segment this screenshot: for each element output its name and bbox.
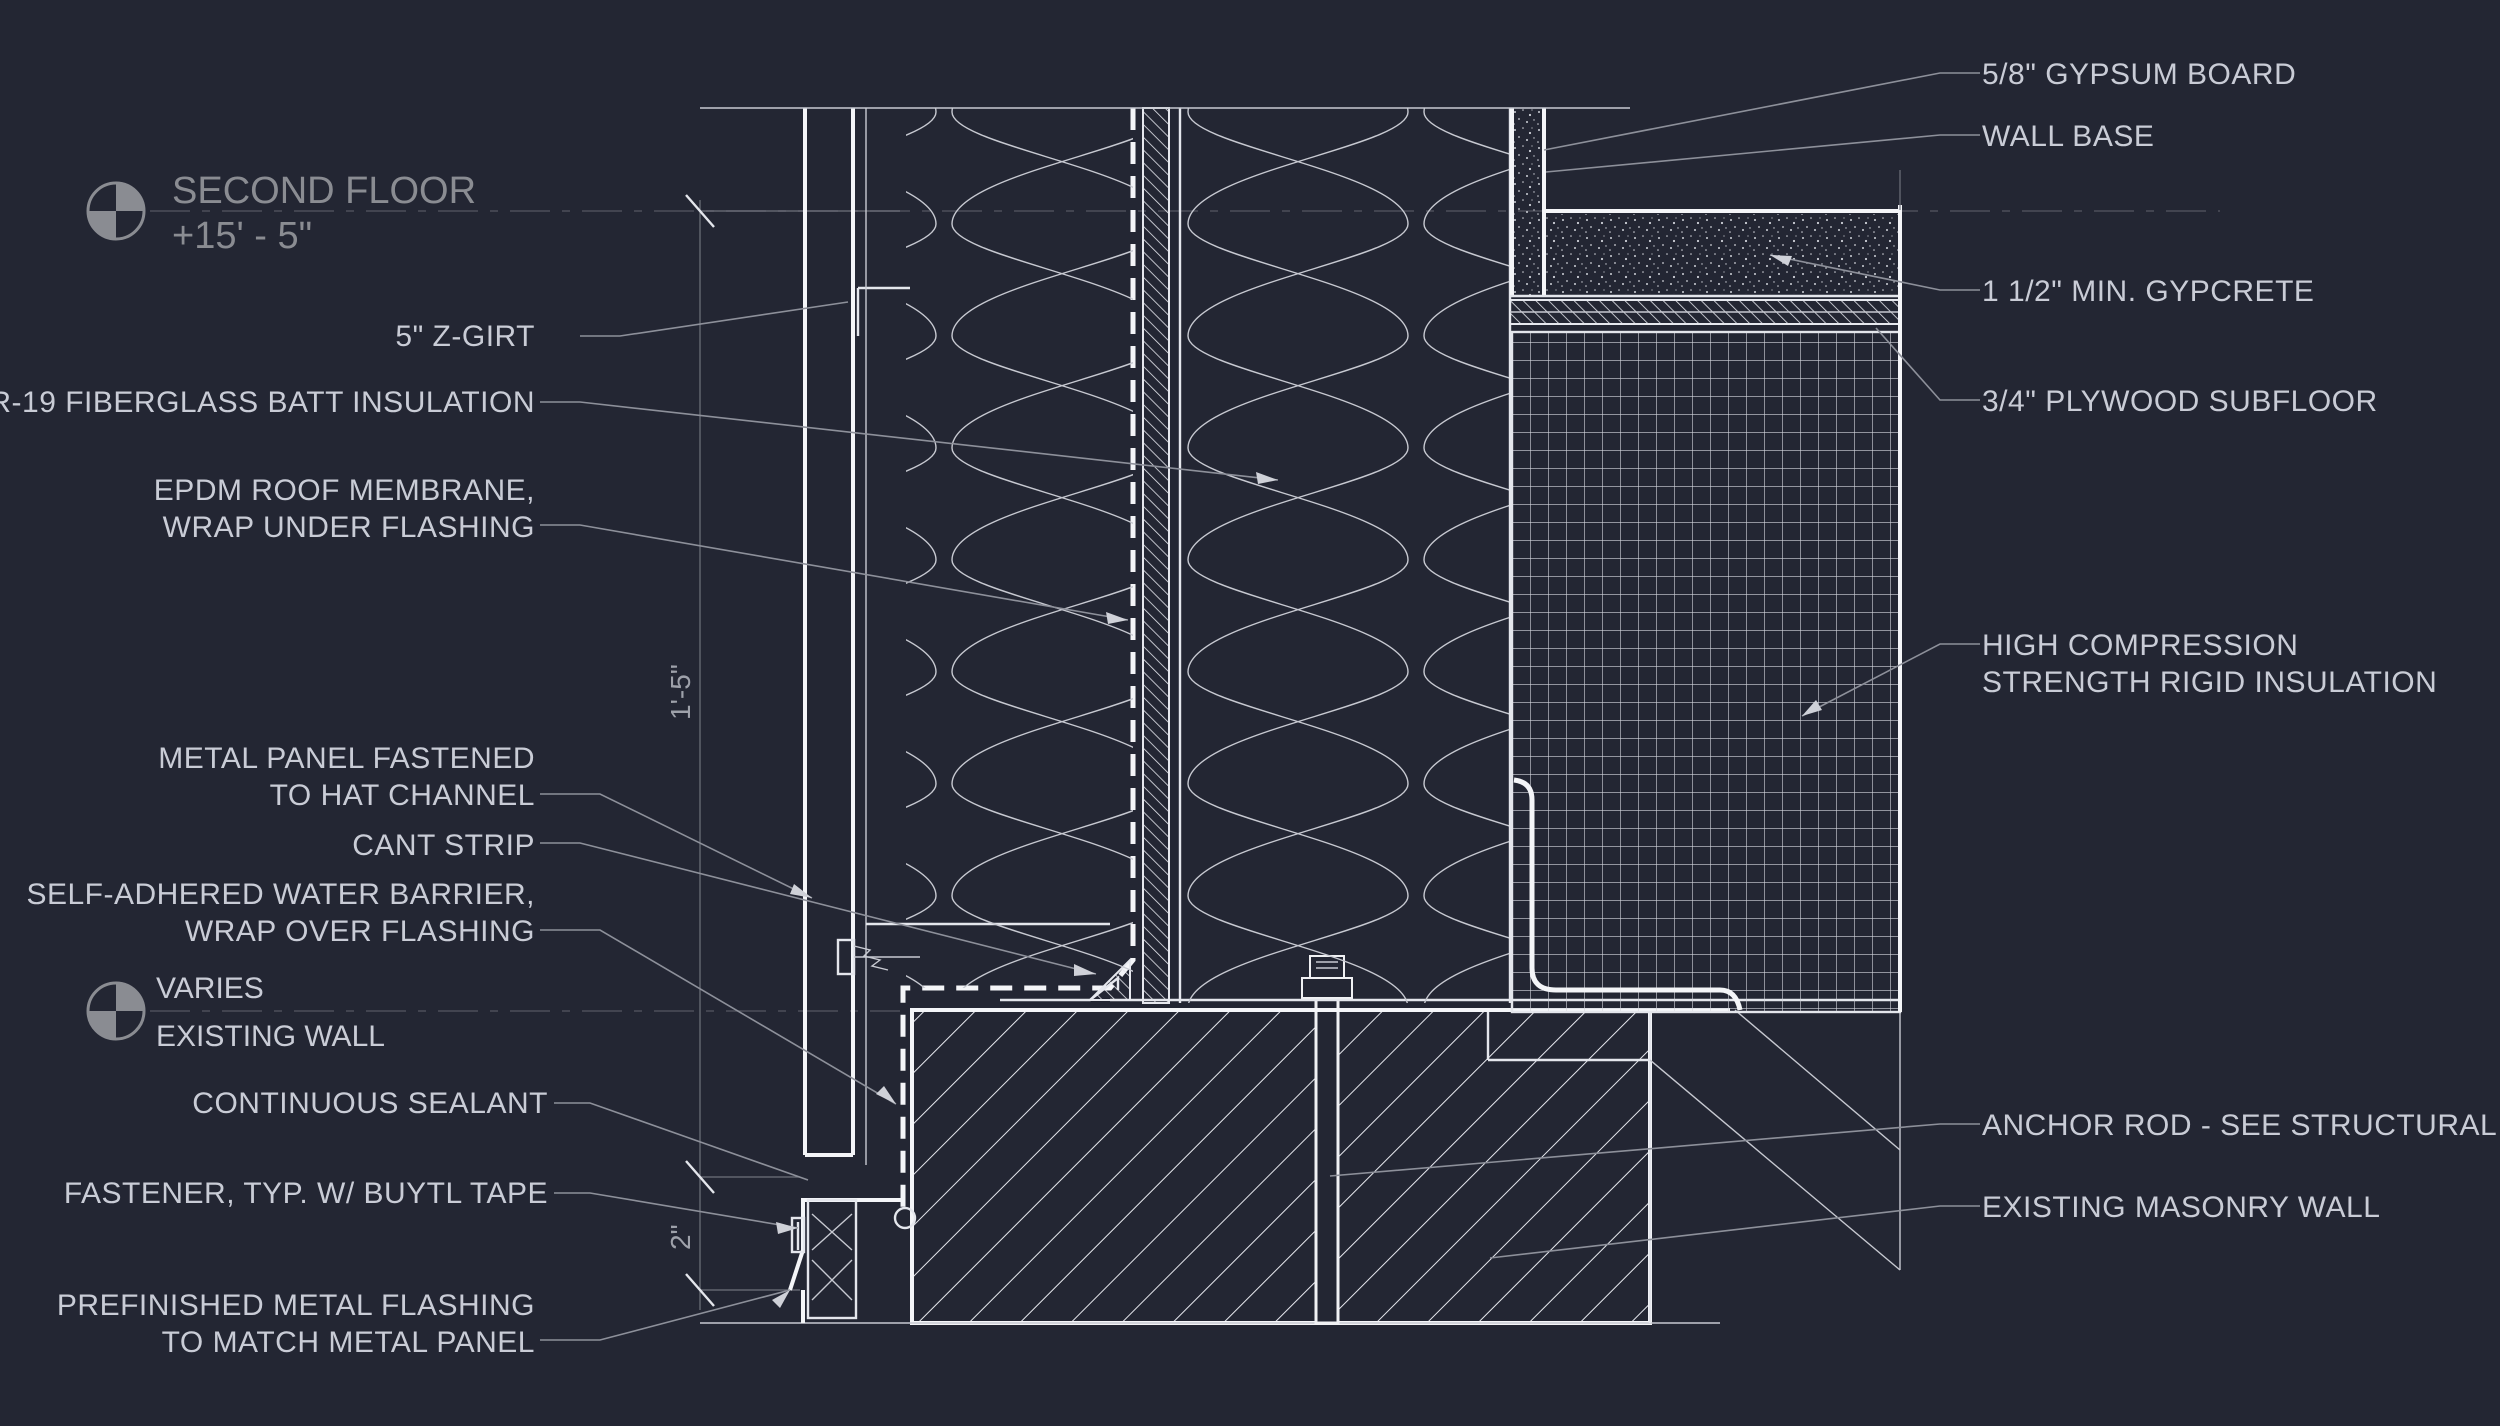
metal-flashing [788, 1198, 917, 1323]
callout-rigid-line2: STRENGTH RIGID INSULATION [1982, 666, 2437, 699]
existing-wall-level-marker [86, 981, 146, 1041]
dimension-lower: 2" [665, 1224, 696, 1250]
callout-z-girt: 5" Z-GIRT [395, 320, 535, 353]
r19-batt-insulation [1180, 108, 1510, 1003]
existing-wall-elevation: VARIES [156, 972, 264, 1005]
callout-flashing-line1: PREFINISHED METAL FLASHING [57, 1289, 535, 1322]
callout-metal-panel-line1: METAL PANEL FASTENED [158, 742, 535, 775]
callout-epdm-line2: WRAP UNDER FLASHING [163, 511, 535, 544]
callout-water-barrier-line1: SELF-ADHERED WATER BARRIER, [26, 878, 535, 911]
callout-gypsum-board: 5/8" GYPSUM BOARD [1982, 58, 2296, 91]
gypsum-board [1510, 108, 1546, 296]
callout-plywood: 3/4" PLYWOOD SUBFLOOR [1982, 385, 2378, 418]
exterior-batt-insulation [906, 108, 1133, 988]
callout-water-barrier-line2: WRAP OVER FLASHING [185, 915, 535, 948]
vertical-dimension [685, 194, 900, 1310]
wall-sheathing [1142, 107, 1182, 1004]
callout-wall-base: WALL BASE [1982, 120, 2154, 153]
callout-batt-insulation: R-19 FIBERGLASS BATT INSULATION [0, 386, 535, 419]
callout-metal-panel-line2: TO HAT CHANNEL [270, 779, 535, 812]
callout-gypcrete: 1 1/2" MIN. GYPCRETE [1982, 275, 2314, 308]
gypcrete-topping [1546, 214, 1900, 294]
interior-flashing-wrap [1513, 777, 1743, 1011]
second-floor-level-name: SECOND FLOOR [172, 170, 476, 212]
callout-rigid-line1: HIGH COMPRESSION [1982, 629, 2298, 662]
fastener [790, 1216, 806, 1254]
right-leaders [1329, 72, 1980, 1259]
existing-masonry-wall [910, 1008, 1652, 1325]
existing-wall-level-name: EXISTING WALL [156, 1020, 385, 1053]
metal-panel [803, 108, 855, 1157]
callout-masonry-wall: EXISTING MASONRY WALL [1982, 1191, 2380, 1224]
existing-structure-right [1648, 1009, 1901, 1323]
callout-flashing-line2: TO MATCH METAL PANEL [162, 1326, 535, 1359]
second-floor-elevation: +15' - 5" [172, 215, 312, 257]
second-floor-level-marker [86, 181, 146, 241]
callout-anchor-rod: ANCHOR ROD - SEE STRUCTURAL [1982, 1109, 2497, 1142]
plywood-subfloor [1509, 299, 1901, 325]
leader-arrowheads [772, 472, 1278, 1308]
dimension-upper: 1'-5" [665, 664, 696, 720]
callout-epdm-line1: EPDM ROOF MEMBRANE, [154, 474, 535, 507]
rigid-insulation [1512, 332, 1900, 1012]
right-arrowheads [1770, 255, 1822, 716]
left-leaders [540, 301, 1279, 1341]
callout-cant-strip: CANT STRIP [352, 829, 535, 862]
callout-fastener: FASTENER, TYP. W/ BUYTL TAPE [64, 1177, 548, 1210]
callout-sealant: CONTINUOUS SEALANT [192, 1087, 548, 1120]
